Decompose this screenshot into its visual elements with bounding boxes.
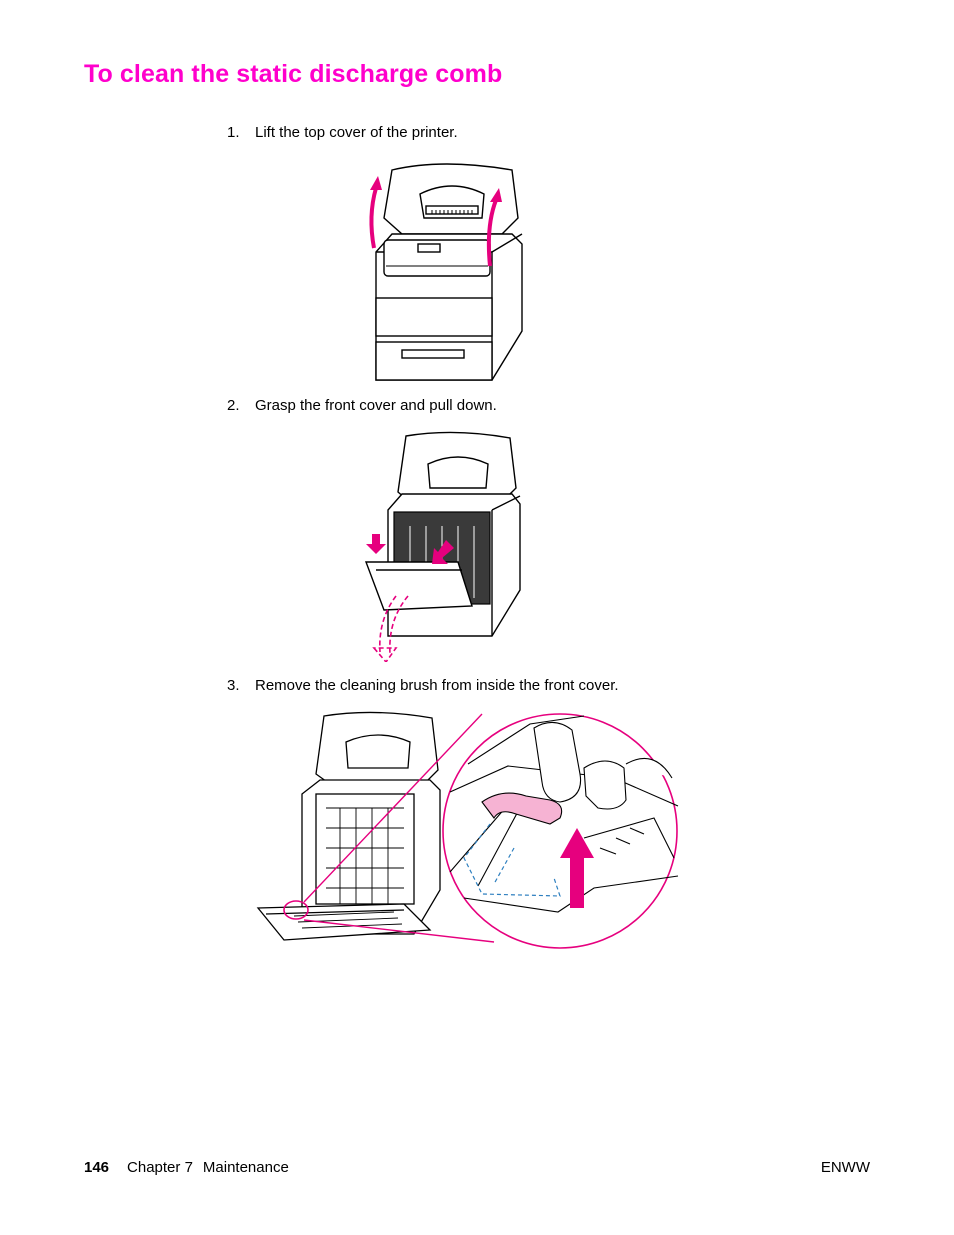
step-3-number: 3. bbox=[227, 677, 240, 694]
step-2-number: 2. bbox=[227, 397, 240, 414]
step-1-text: Lift the top cover of the printer. bbox=[255, 124, 458, 141]
step-3: 3. Remove the cleaning brush from inside … bbox=[227, 677, 619, 694]
printer-top-cover-lifted-illustration bbox=[369, 163, 523, 381]
page-number: 146 bbox=[84, 1159, 110, 1176]
section-label: Maintenance bbox=[202, 1159, 289, 1176]
step-1: 1. Lift the top cover of the printer. bbox=[227, 124, 458, 141]
chapter-label: Chapter 7 bbox=[127, 1159, 193, 1176]
cleaning-brush-removal-illustration bbox=[256, 711, 679, 949]
printer-front-cover-open-illustration bbox=[364, 431, 521, 662]
step-3-text: Remove the cleaning brush from inside th… bbox=[255, 677, 619, 694]
page-footer-left: 146 Chapter 7 Maintenance bbox=[84, 1159, 289, 1176]
page-title: To clean the static discharge comb bbox=[84, 60, 503, 88]
step-2-text: Grasp the front cover and pull down. bbox=[255, 397, 497, 414]
step-1-number: 1. bbox=[227, 124, 240, 141]
step-2: 2. Grasp the front cover and pull down. bbox=[227, 397, 497, 414]
doc-code: ENWW bbox=[820, 1159, 870, 1176]
